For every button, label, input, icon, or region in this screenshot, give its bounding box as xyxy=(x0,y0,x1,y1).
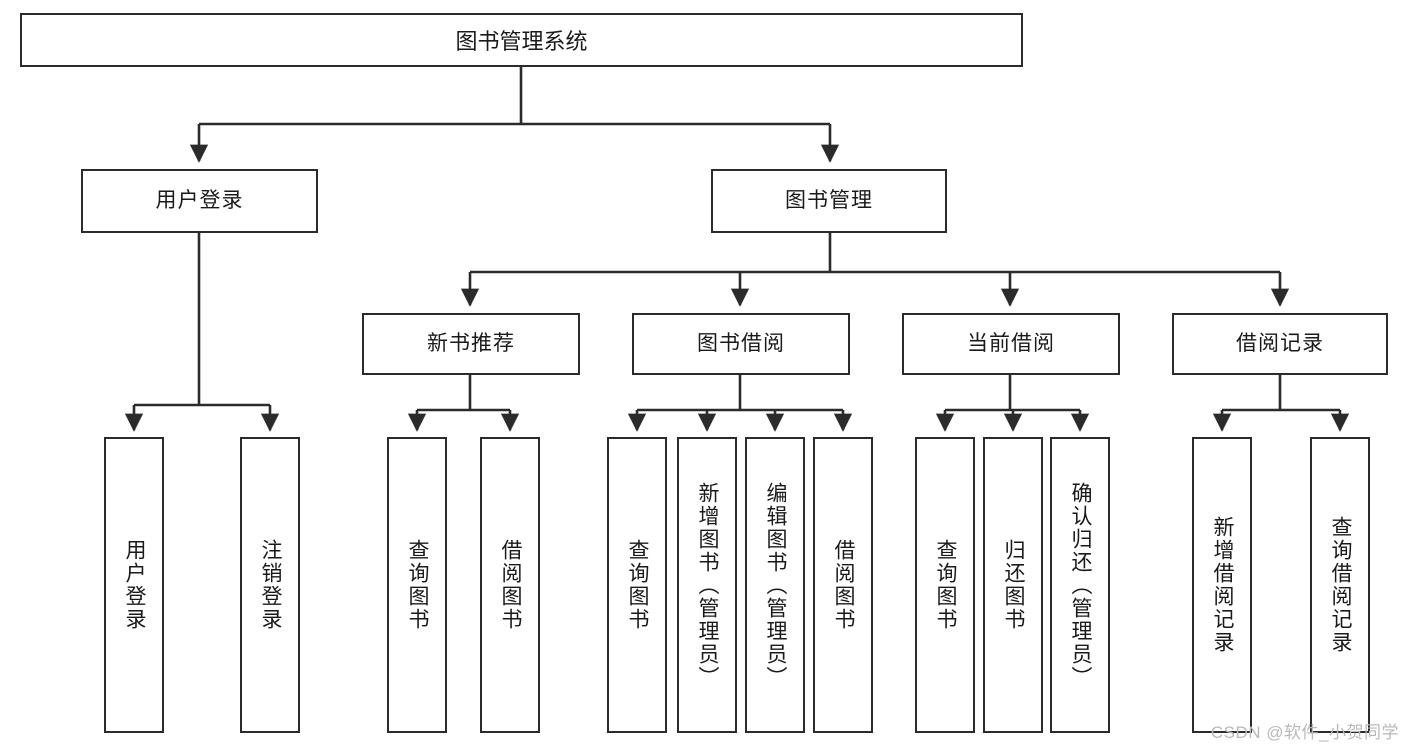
node-book-manage[interactable]: 图书管理 xyxy=(711,169,947,233)
leaf-query-book-3-label: 查询图书 xyxy=(934,539,958,631)
leaf-borrow-book-1-label: 借阅图书 xyxy=(499,539,523,631)
leaf-query-book-2-label: 查询图书 xyxy=(626,539,650,631)
leaf-query-book-1-label: 查询图书 xyxy=(406,539,430,631)
node-root[interactable]: 图书管理系统 xyxy=(20,13,1023,67)
leaf-user-logout[interactable]: 注销登录 xyxy=(240,437,300,733)
leaf-return-book-label: 归还图书 xyxy=(1002,539,1026,631)
node-book-borrow[interactable]: 图书借阅 xyxy=(632,313,850,375)
leaf-user-login[interactable]: 用户登录 xyxy=(104,437,164,733)
node-borrow-record-label: 借阅记录 xyxy=(1236,332,1324,356)
node-user-login[interactable]: 用户登录 xyxy=(81,169,318,233)
leaf-borrow-book-2-label: 借阅图书 xyxy=(832,539,856,631)
node-book-borrow-label: 图书借阅 xyxy=(697,332,785,356)
node-borrow-record[interactable]: 借阅记录 xyxy=(1172,313,1388,375)
node-new-book-recommend[interactable]: 新书推荐 xyxy=(362,313,580,375)
node-book-manage-label: 图书管理 xyxy=(785,189,873,213)
leaf-add-book-label: 新增图书（管理员） xyxy=(696,481,720,689)
node-root-label: 图书管理系统 xyxy=(455,29,588,54)
leaf-return-book[interactable]: 归还图书 xyxy=(983,437,1043,733)
leaf-query-record[interactable]: 查询借阅记录 xyxy=(1310,437,1370,733)
leaf-edit-book[interactable]: 编辑图书（管理员） xyxy=(745,437,805,733)
leaf-edit-book-label: 编辑图书（管理员） xyxy=(764,481,788,689)
leaf-query-record-label: 查询借阅记录 xyxy=(1329,516,1353,654)
leaf-confirm-return[interactable]: 确认归还（管理员） xyxy=(1050,437,1110,733)
node-current-borrow-label: 当前借阅 xyxy=(967,332,1055,356)
node-user-login-label: 用户登录 xyxy=(155,189,244,213)
leaf-query-book-1[interactable]: 查询图书 xyxy=(387,437,447,733)
leaf-user-login-label: 用户登录 xyxy=(123,539,147,631)
leaf-borrow-book-2[interactable]: 借阅图书 xyxy=(813,437,873,733)
leaf-add-record-label: 新增借阅记录 xyxy=(1211,516,1235,654)
node-current-borrow[interactable]: 当前借阅 xyxy=(902,313,1120,375)
leaf-user-logout-label: 注销登录 xyxy=(259,539,283,631)
leaf-add-record[interactable]: 新增借阅记录 xyxy=(1192,437,1252,733)
leaf-add-book[interactable]: 新增图书（管理员） xyxy=(677,437,737,733)
watermark: CSDN @软件_小贺同学 xyxy=(1210,723,1399,742)
leaf-query-book-3[interactable]: 查询图书 xyxy=(915,437,975,733)
leaf-query-book-2[interactable]: 查询图书 xyxy=(607,437,667,733)
leaf-confirm-return-label: 确认归还（管理员） xyxy=(1069,481,1093,689)
leaf-borrow-book-1[interactable]: 借阅图书 xyxy=(480,437,540,733)
node-new-book-recommend-label: 新书推荐 xyxy=(427,332,515,356)
